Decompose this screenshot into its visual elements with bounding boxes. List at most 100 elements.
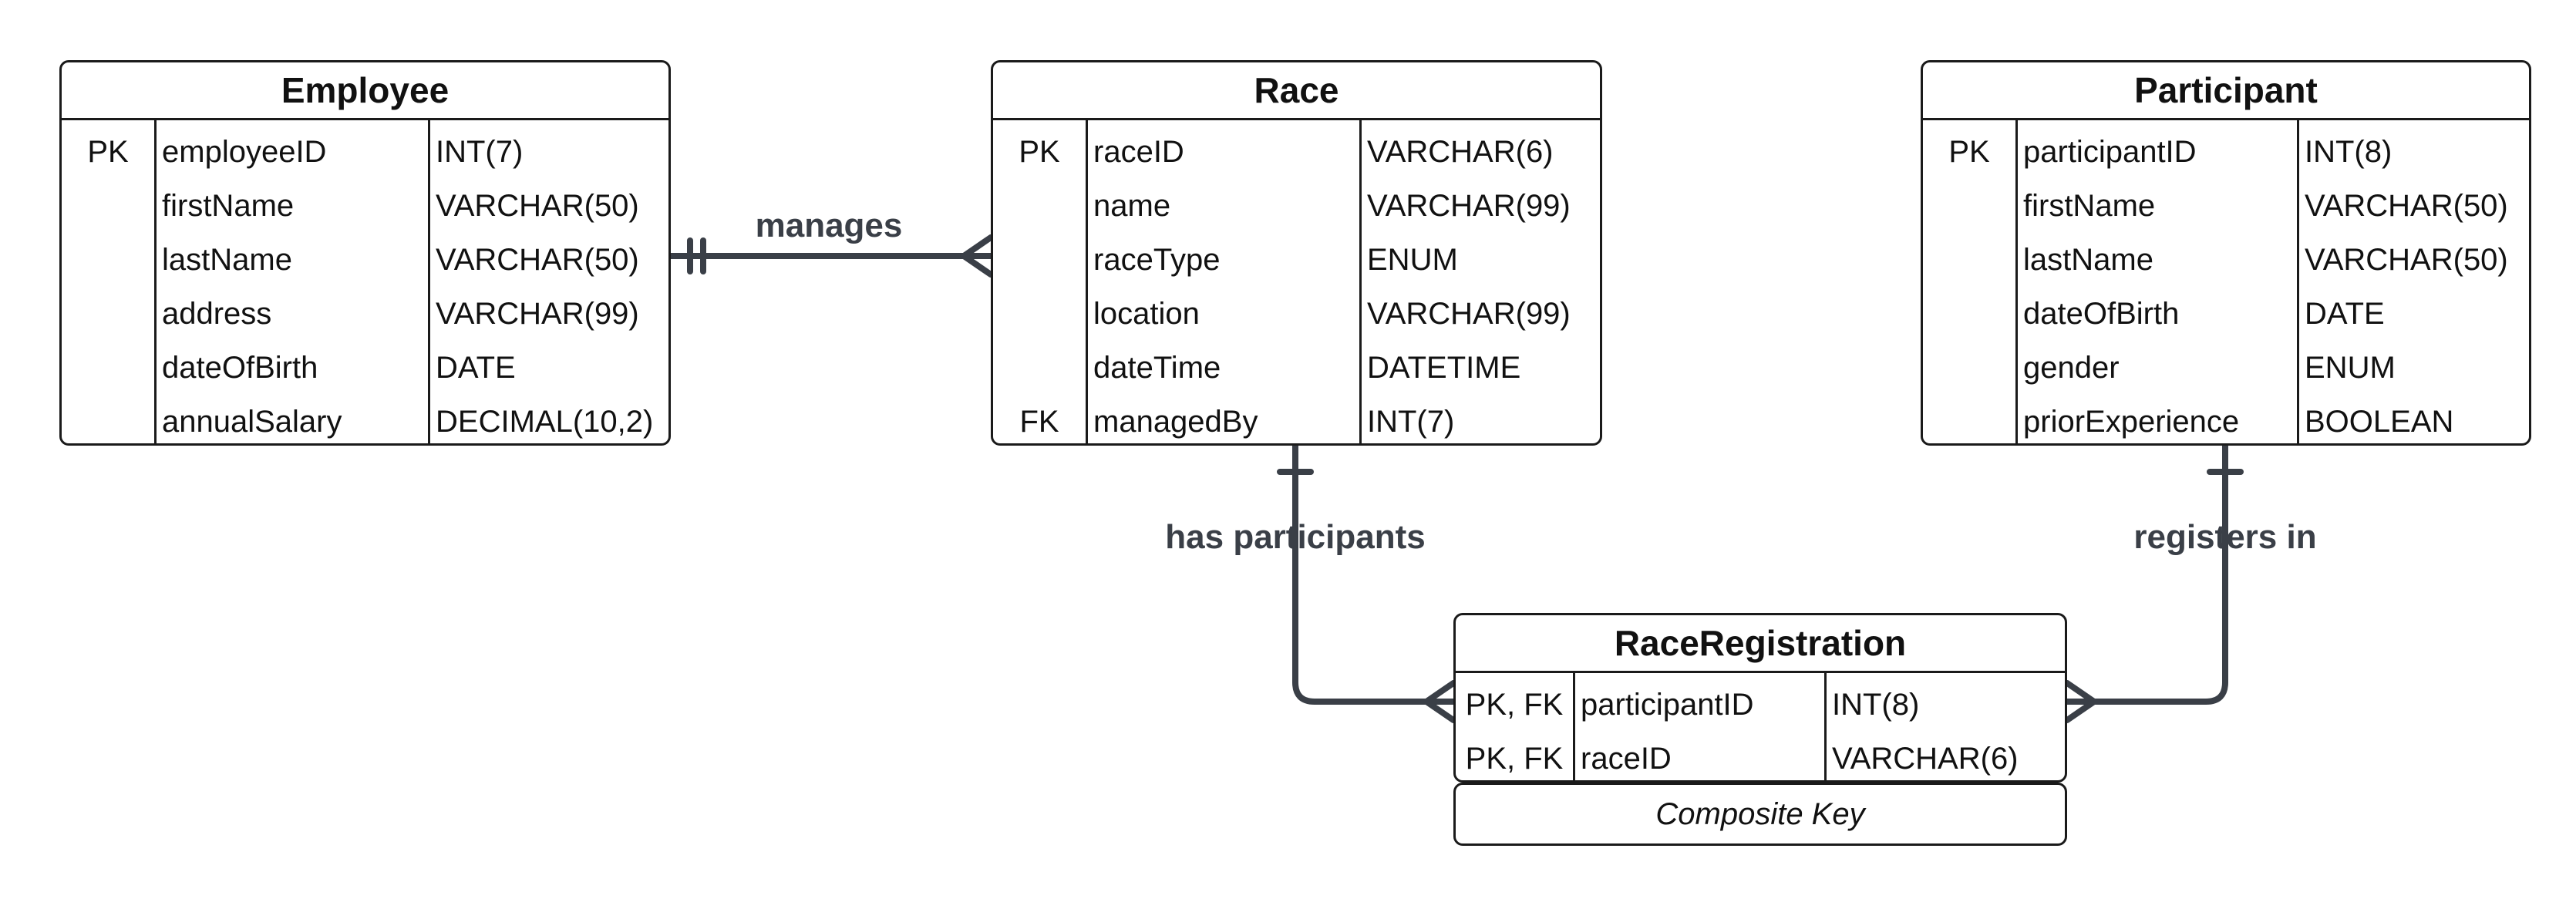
attribute-type: DECIMAL(10,2): [436, 405, 654, 439]
key-cell: PK, FK: [1465, 742, 1564, 776]
employee-key-divider: [154, 120, 157, 443]
key-cell: [993, 341, 1086, 395]
attribute-name: raceID: [1581, 742, 1672, 776]
attribute-name: lastName: [162, 243, 292, 277]
table-row: PK, FK raceID VARCHAR(6): [1456, 732, 2065, 780]
attribute-type: INT(8): [2305, 135, 2392, 169]
table-row: lastName VARCHAR(50): [62, 233, 668, 287]
employee-table: Employee PK employeeID INT(7) firstName …: [59, 60, 671, 446]
composite-key-label: Composite Key: [1655, 797, 1865, 831]
key-cell: PK: [1948, 135, 1990, 169]
attribute-type: VARCHAR(50): [2305, 243, 2508, 277]
table-row: firstName VARCHAR(50): [62, 179, 668, 233]
key-cell: [62, 395, 154, 443]
attribute-name: gender: [2023, 351, 2120, 385]
manages-label: manages: [755, 207, 903, 244]
table-row: annualSalary DECIMAL(10,2): [62, 395, 668, 443]
attribute-type: VARCHAR(99): [436, 297, 639, 331]
race-registration-key-divider: [1573, 673, 1575, 780]
key-cell: [62, 179, 154, 233]
attribute-type: DATE: [2305, 297, 2385, 331]
table-row: dateOfBirth DATE: [1923, 287, 2529, 341]
race-type-divider: [1359, 120, 1362, 443]
table-row: dateTime DATETIME: [993, 341, 1600, 395]
race-registration-table: RaceRegistration PK, FK participantID IN…: [1453, 613, 2067, 783]
has-participants-label: has participants: [1165, 518, 1426, 556]
attribute-type: INT(7): [1367, 405, 1455, 439]
participant-table: Participant PK participantID INT(8) firs…: [1921, 60, 2531, 446]
manages-crowfoot: [961, 234, 994, 278]
attribute-name: firstName: [2023, 189, 2156, 223]
attribute-name: lastName: [2023, 243, 2153, 277]
table-row: PK raceID VARCHAR(6): [993, 125, 1600, 179]
employee-attributes: PK employeeID INT(7) firstName VARCHAR(5…: [62, 120, 668, 443]
attribute-name: priorExperience: [2023, 405, 2240, 439]
key-cell: [993, 287, 1086, 341]
table-row: FK managedBy INT(7): [993, 395, 1600, 443]
key-cell: [1923, 287, 2015, 341]
has-participants-crowfoot: [1423, 680, 1456, 723]
table-row: location VARCHAR(99): [993, 287, 1600, 341]
key-cell: [1923, 233, 2015, 287]
attribute-type: VARCHAR(50): [2305, 189, 2508, 223]
table-row: PK employeeID INT(7): [62, 125, 668, 179]
attribute-type: BOOLEAN: [2305, 405, 2454, 439]
key-cell: [62, 233, 154, 287]
participant-key-divider: [2015, 120, 2018, 443]
table-row: address VARCHAR(99): [62, 287, 668, 341]
attribute-type: DATETIME: [1367, 351, 1521, 385]
key-cell: [993, 179, 1086, 233]
table-row: name VARCHAR(99): [993, 179, 1600, 233]
attribute-name: firstName: [162, 189, 295, 223]
key-cell: FK: [1019, 405, 1059, 439]
race-key-divider: [1086, 120, 1088, 443]
attribute-type: VARCHAR(99): [1367, 297, 1571, 331]
attribute-type: VARCHAR(6): [1367, 135, 1554, 169]
attribute-type: VARCHAR(99): [1367, 189, 1571, 223]
race-table: Race PK raceID VARCHAR(6) name VARCHAR(9…: [991, 60, 1602, 446]
key-cell: [993, 233, 1086, 287]
table-row: dateOfBirth DATE: [62, 341, 668, 395]
participant-type-divider: [2297, 120, 2299, 443]
attribute-type: INT(7): [436, 135, 524, 169]
attribute-name: name: [1093, 189, 1171, 223]
table-row: gender ENUM: [1923, 341, 2529, 395]
table-row: PK participantID INT(8): [1923, 125, 2529, 179]
attribute-type: VARCHAR(6): [1832, 742, 2019, 776]
table-row: lastName VARCHAR(50): [1923, 233, 2529, 287]
participant-title: Participant: [1923, 62, 2529, 120]
attribute-type: INT(8): [1832, 688, 1920, 722]
key-cell: PK: [87, 135, 129, 169]
key-cell: PK, FK: [1465, 688, 1564, 722]
registers-in-label: registers in: [2133, 518, 2317, 556]
attribute-name: address: [162, 297, 272, 331]
race-attributes: PK raceID VARCHAR(6) name VARCHAR(99) ra…: [993, 120, 1600, 443]
registers-in-crowfoot: [2064, 680, 2097, 723]
attribute-name: raceID: [1093, 135, 1184, 169]
attribute-type: DATE: [436, 351, 516, 385]
key-cell: [62, 341, 154, 395]
race-title: Race: [993, 62, 1600, 120]
attribute-name: annualSalary: [162, 405, 342, 439]
key-cell: [62, 287, 154, 341]
key-cell: [1923, 395, 2015, 443]
has-participants-line: [1292, 443, 1456, 705]
table-row: firstName VARCHAR(50): [1923, 179, 2529, 233]
key-cell: [1923, 341, 2015, 395]
registers-in-line: [2064, 443, 2228, 705]
table-row: raceType ENUM: [993, 233, 1600, 287]
attribute-name: participantID: [2023, 135, 2197, 169]
race-registration-title: RaceRegistration: [1456, 615, 2065, 673]
attribute-name: participantID: [1581, 688, 1754, 722]
composite-key-note: Composite Key: [1453, 783, 2067, 846]
participant-attributes: PK participantID INT(8) firstName VARCHA…: [1923, 120, 2529, 443]
attribute-type: VARCHAR(50): [436, 243, 639, 277]
key-cell: [1923, 179, 2015, 233]
key-cell: PK: [1019, 135, 1060, 169]
race-registration-type-divider: [1824, 673, 1827, 780]
attribute-type: ENUM: [2305, 351, 2396, 385]
attribute-name: dateOfBirth: [2023, 297, 2180, 331]
employee-type-divider: [428, 120, 430, 443]
